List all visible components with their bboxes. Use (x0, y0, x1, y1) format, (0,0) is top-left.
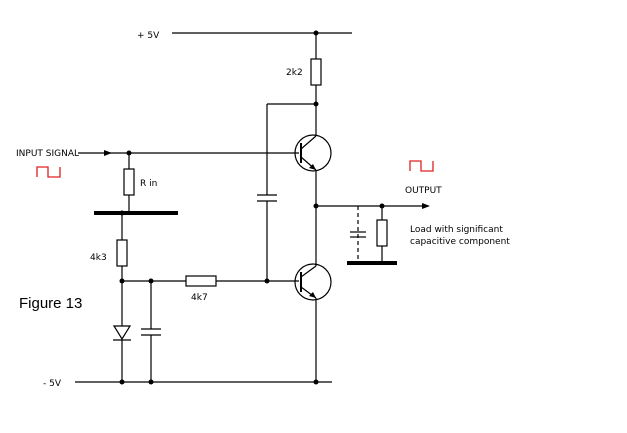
input-square-wave-icon (36, 166, 61, 178)
label-output: OUTPUT (405, 186, 442, 196)
resistor-4k7 (185, 275, 217, 287)
output-square-wave-icon (409, 160, 434, 172)
resistor-2k2 (310, 58, 322, 86)
load-resistor (376, 219, 388, 247)
label-4k3: 4k3 (90, 253, 107, 263)
resistor-4k3 (116, 239, 128, 267)
junction-dot (313, 379, 319, 385)
label-vminus: - 5V (43, 379, 62, 389)
input-arrow-icon (104, 150, 112, 156)
resistor-rin (123, 168, 135, 196)
label-input-signal: INPUT SIGNAL (16, 149, 79, 159)
label-load-line1: Load with significant (410, 225, 503, 235)
figure-caption: Figure 13 (19, 295, 82, 312)
label-rin: R in (140, 179, 157, 189)
output-arrow-icon (422, 203, 430, 209)
label-vplus: + 5V (137, 31, 160, 41)
junction-dot (313, 30, 319, 36)
label-load-line2: capacitive component (410, 237, 510, 247)
junction-dot (119, 379, 125, 385)
label-4k7: 4k7 (191, 293, 208, 303)
label-2k2: 2k2 (286, 68, 303, 78)
junction-dot (148, 379, 154, 385)
transistor-lower (294, 262, 332, 382)
transistor-upper (294, 130, 332, 262)
diode-icon (112, 325, 132, 382)
